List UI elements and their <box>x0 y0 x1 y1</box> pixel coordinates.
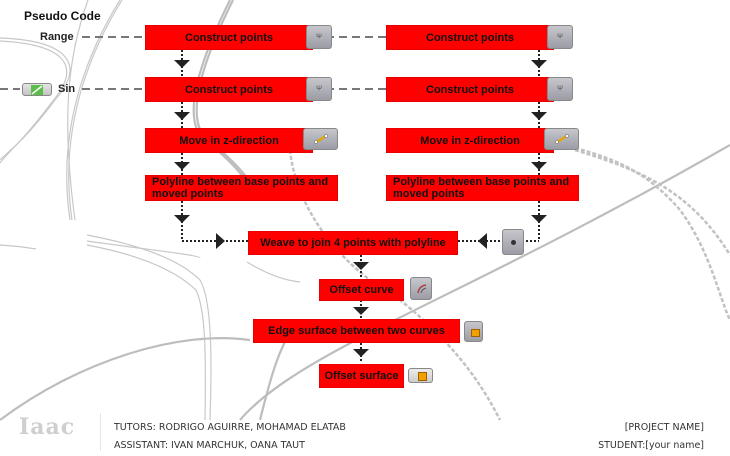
arrow-down <box>174 112 190 120</box>
offset-curve-icon <box>417 284 427 294</box>
left-construct-points-1[interactable]: Construct points <box>145 25 313 50</box>
construct-point-component[interactable]: Ψ <box>547 25 573 49</box>
move-component[interactable] <box>544 128 579 150</box>
arrow-down <box>531 215 547 223</box>
weave-component[interactable] <box>502 229 524 255</box>
offset-curve-box[interactable]: Offset curve <box>319 279 404 301</box>
arrow-down <box>174 162 190 170</box>
box-label: Construct points <box>185 31 273 44</box>
right-move-z[interactable]: Move in z-direction <box>386 128 554 153</box>
offset-surface-component[interactable] <box>408 368 433 383</box>
box-label: Weave to join 4 points with polyline <box>260 237 446 249</box>
move-icon <box>555 134 569 144</box>
arrow-down <box>353 349 369 357</box>
footer-divider <box>100 413 101 451</box>
iaac-logo: Iaac <box>19 414 76 440</box>
background-wires <box>0 0 301 421</box>
box-label: Polyline between base points and moved p… <box>393 176 570 200</box>
move-component[interactable] <box>303 128 338 150</box>
left-construct-points-2[interactable]: Construct points <box>145 77 313 102</box>
construct-point-component[interactable]: Ψ <box>547 77 573 101</box>
construct-point-icon: Ψ <box>557 33 563 41</box>
arrow-left <box>478 233 487 249</box>
range-label: Range <box>40 31 74 43</box>
project-name: [PROJECT NAME] <box>624 422 704 433</box>
right-construct-points-2[interactable]: Construct points <box>386 77 554 102</box>
sin-label: Sin <box>58 83 76 95</box>
box-label: Edge surface between two curves <box>268 325 445 337</box>
arrow-down <box>531 112 547 120</box>
arrow-down <box>531 162 547 170</box>
tutors-text: TUTORS: RODRIGO AGUIRRE, MOHAMAD ELATAB <box>114 422 346 433</box>
construct-point-icon: Ψ <box>316 85 322 93</box>
right-construct-points-1[interactable]: Construct points <box>386 25 554 50</box>
arrow-down <box>353 262 369 270</box>
box-label: Construct points <box>426 31 514 44</box>
box-label: Move in z-direction <box>179 134 279 147</box>
graph-mapper-component[interactable] <box>22 83 52 96</box>
box-label: Construct points <box>185 83 273 96</box>
weave-icon <box>511 240 516 245</box>
construct-point-component[interactable]: Ψ <box>306 77 332 101</box>
edge-surface-icon <box>471 329 480 337</box>
box-label: Offset surface <box>324 370 399 382</box>
input-wires <box>0 36 386 90</box>
offset-surface-icon <box>418 372 427 381</box>
offset-curve-component[interactable] <box>410 277 432 300</box>
construct-point-icon: Ψ <box>316 33 322 41</box>
left-move-z[interactable]: Move in z-direction <box>145 128 313 153</box>
student-name: STUDENT:[your name] <box>598 440 704 451</box>
arrow-down <box>353 307 369 315</box>
offset-surface-box[interactable]: Offset surface <box>319 364 404 388</box>
edge-surface-box[interactable]: Edge surface between two curves <box>253 319 460 343</box>
left-polyline[interactable]: Polyline between base points and moved p… <box>145 175 338 201</box>
flow-arrows <box>174 60 547 357</box>
construct-point-icon: Ψ <box>557 85 563 93</box>
arrow-down <box>174 60 190 68</box>
diagram-title: Pseudo Code <box>24 9 101 23</box>
right-polyline[interactable]: Polyline between base points and moved p… <box>386 175 579 201</box>
box-label: Construct points <box>426 83 514 96</box>
assistant-text: ASSISTANT: IVAN MARCHUK, OANA TAUT <box>114 440 305 451</box>
weave-box[interactable]: Weave to join 4 points with polyline <box>248 231 458 255</box>
long-wires <box>0 0 730 421</box>
box-label: Move in z-direction <box>420 134 520 147</box>
graph-mapper-icon <box>31 85 43 95</box>
move-icon <box>314 134 328 144</box>
arrow-down <box>531 60 547 68</box>
construct-point-component[interactable]: Ψ <box>306 25 332 49</box>
edge-surface-component[interactable] <box>464 321 483 342</box>
box-label: Offset curve <box>329 284 394 296</box>
box-label: Polyline between base points and moved p… <box>152 176 329 200</box>
arrow-down <box>174 215 190 223</box>
arrow-right <box>216 233 225 249</box>
